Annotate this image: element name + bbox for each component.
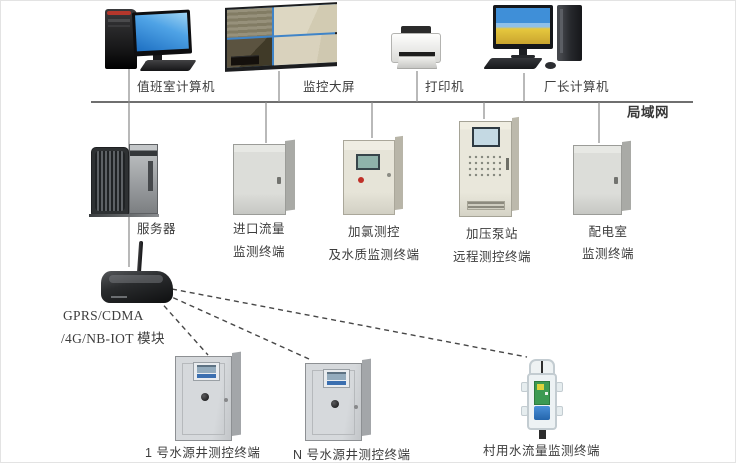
cabinet-lock xyxy=(387,173,391,177)
booster-pump-terminal-cabinet xyxy=(459,116,519,217)
printer-device xyxy=(389,25,445,73)
monitor xyxy=(131,9,193,57)
duty-computer-label: 值班室计算机 xyxy=(137,80,216,94)
router-body xyxy=(101,271,173,303)
cabinet-lock xyxy=(277,176,282,184)
computer-tower xyxy=(557,5,582,61)
village-flow-terminal-device xyxy=(521,356,565,442)
status-leds xyxy=(111,296,127,298)
server-tower-left xyxy=(91,147,129,215)
server-tower-right xyxy=(129,144,158,214)
monitor-stand xyxy=(519,49,527,56)
monitor xyxy=(493,5,553,49)
video-thumbnails xyxy=(231,55,259,66)
printer-label: 打印机 xyxy=(425,80,465,94)
door-knob xyxy=(331,400,339,408)
lan-label: 局域网 xyxy=(627,105,669,120)
monitor-screen xyxy=(496,8,550,44)
antenna xyxy=(541,361,543,374)
village-flow-label: 村用水流量监测终端 xyxy=(483,444,601,458)
battery xyxy=(534,406,550,420)
booster-pump-label-line1: 加压泵站 xyxy=(465,227,519,241)
computer-tower xyxy=(105,9,137,69)
circuit-board xyxy=(534,381,550,405)
mouse xyxy=(545,62,556,69)
antenna xyxy=(136,240,144,276)
monitor-screen xyxy=(135,12,189,52)
printer-output-slot xyxy=(399,52,435,56)
chlorination-label-line1: 加氯测控 xyxy=(347,225,401,239)
red-button xyxy=(358,177,364,183)
cabinet-lock xyxy=(353,405,358,409)
duty-computer-device xyxy=(101,7,197,73)
wireless-link-well-n xyxy=(164,293,310,360)
lcd-display xyxy=(356,154,380,170)
server-device xyxy=(89,142,161,220)
chlorination-terminal-cabinet xyxy=(343,135,403,215)
cabinet-door xyxy=(343,140,395,215)
gprs-label-line2: /4G/NB-IOT 模块 xyxy=(61,331,165,346)
chlorination-label-line2: 及水质监测终端 xyxy=(328,248,420,262)
bottom-connector xyxy=(539,430,546,439)
well-1-label: 1 号水源井测控终端 xyxy=(145,446,261,460)
server-label: 服务器 xyxy=(137,222,177,236)
well-1-terminal-cabinet xyxy=(175,351,241,441)
door-knob xyxy=(201,393,209,401)
printer-top-cover xyxy=(401,26,431,36)
power-room-label-line1: 配电室 xyxy=(588,225,628,239)
printer-paper-tray xyxy=(397,56,437,69)
ventilation-grille xyxy=(467,201,505,210)
video-wall-frame xyxy=(225,2,337,72)
inlet-flow-label-line2: 监测终端 xyxy=(232,245,286,259)
power-room-label-line2: 监测终端 xyxy=(581,247,635,261)
director-computer-label: 厂长计算机 xyxy=(544,80,610,94)
inlet-flow-terminal-cabinet xyxy=(233,139,295,215)
well-n-terminal-cabinet xyxy=(305,358,371,441)
video-wall-device xyxy=(225,2,337,72)
wireless-link-well-1 xyxy=(157,298,209,356)
cabinet-door xyxy=(573,145,623,215)
lcd-display xyxy=(472,127,500,147)
cabinet-lock xyxy=(614,177,619,185)
cabinet-lock xyxy=(223,398,228,402)
button-grid xyxy=(467,154,501,178)
door-handle xyxy=(506,158,510,170)
video-wall-label: 监控大屏 xyxy=(303,80,356,94)
director-computer-device xyxy=(471,5,591,75)
wireless-link-village-flow xyxy=(171,288,528,358)
lcd-display xyxy=(323,369,350,388)
booster-pump-label-line2: 远程测控终端 xyxy=(452,250,532,264)
monitor-stand xyxy=(153,54,162,62)
lcd-display xyxy=(193,362,220,381)
cabinet-door xyxy=(233,144,286,215)
power-room-terminal-cabinet xyxy=(573,140,631,215)
gprs-module-device xyxy=(99,239,179,305)
gprs-label-line1: GPRS/CDMA xyxy=(63,308,144,323)
well-n-label: N 号水源井测控终端 xyxy=(293,448,411,462)
keyboard xyxy=(483,58,543,69)
keyboard xyxy=(139,60,197,71)
inlet-flow-label-line1: 进口流量 xyxy=(232,222,286,236)
